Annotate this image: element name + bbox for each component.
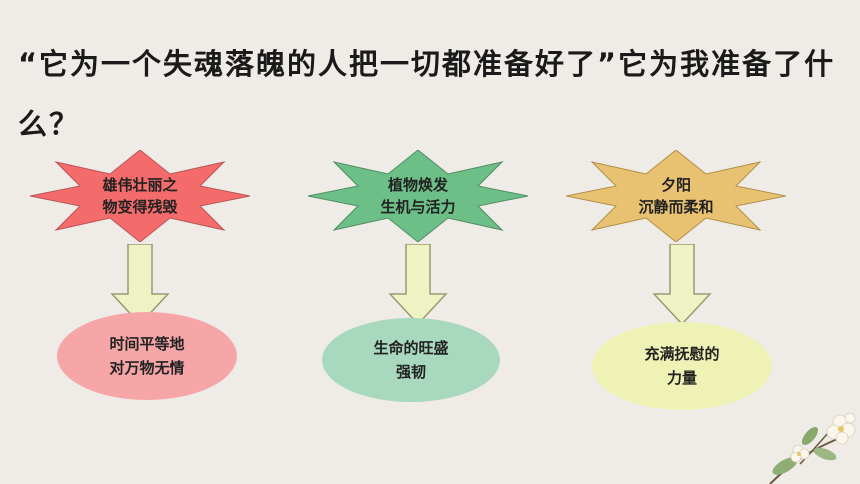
star-line: 物变得残毁 [102, 198, 178, 216]
star-shape-3: 夕阳 沉静而柔和 [566, 150, 786, 242]
down-arrow-1 [110, 244, 170, 326]
result-oval-3: 充满抚慰的 力量 [592, 322, 772, 410]
oval-line: 强韧 [395, 363, 426, 381]
star-polygon-3 [566, 150, 786, 242]
star-polygon-2 [308, 150, 528, 242]
star-polygon-1 [30, 150, 250, 242]
star-line: 夕阳 [660, 176, 691, 194]
oval-line: 力量 [666, 369, 697, 387]
question-text: “它为一个失魂落魄的人把一切都准备好了”它为我准备了什么？ [18, 47, 836, 141]
star-line: 沉静而柔和 [638, 198, 714, 216]
oval-line: 对万物无情 [109, 359, 185, 377]
oval-line: 时间平等地 [109, 335, 185, 353]
down-arrow-3 [652, 244, 712, 326]
flower-decoration-icon [769, 412, 856, 484]
star-line: 雄伟壮丽之 [102, 176, 178, 194]
star-line: 植物焕发 [387, 176, 448, 194]
star-shape-1: 雄伟壮丽之 物变得残毁 [30, 150, 250, 242]
result-oval-2: 生命的旺盛 强韧 [322, 318, 500, 402]
oval-line: 充满抚慰的 [644, 345, 720, 363]
oval-line: 生命的旺盛 [373, 339, 449, 357]
star-line: 生机与活力 [380, 198, 456, 216]
down-arrow-2 [388, 244, 448, 326]
star-shape-2: 植物焕发 生机与活力 [308, 150, 528, 242]
result-oval-1: 时间平等地 对万物无情 [57, 312, 237, 400]
